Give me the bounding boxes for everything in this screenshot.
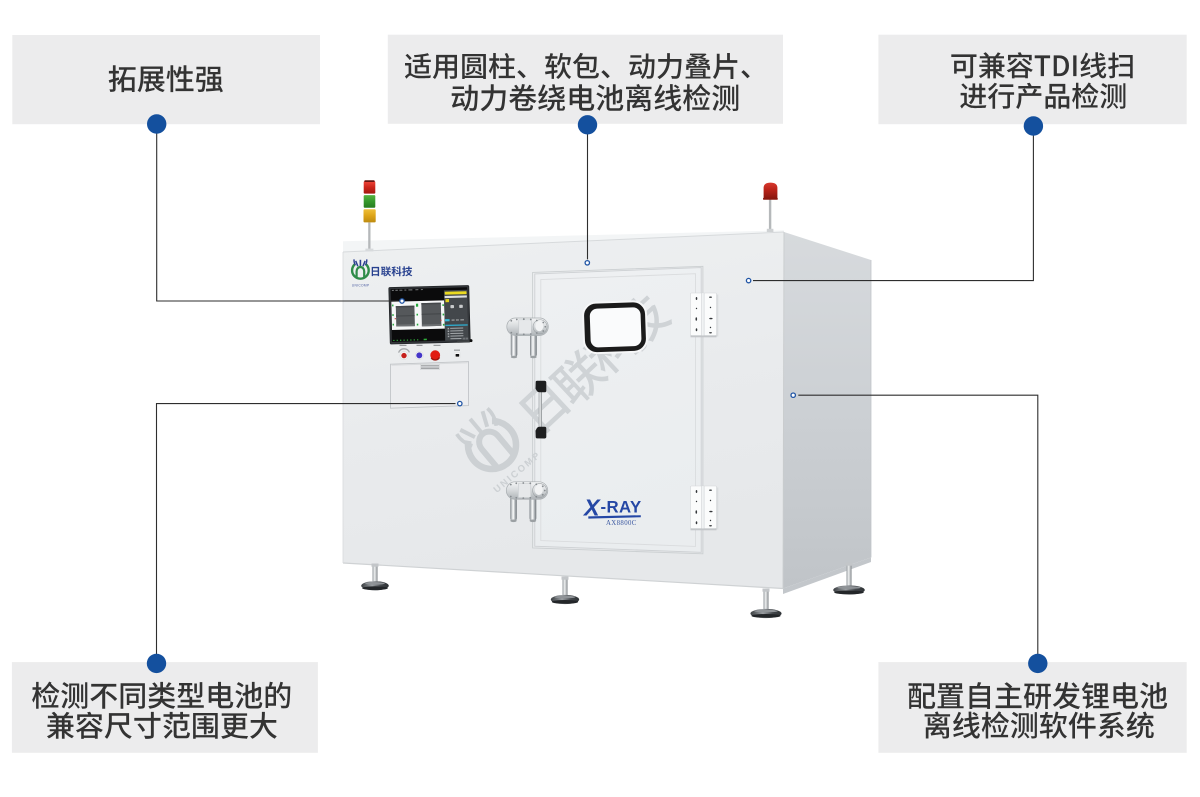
svg-text:-RAY: -RAY — [601, 497, 642, 516]
svg-text:X: X — [582, 495, 601, 521]
svg-text:AX8800C: AX8800C — [606, 520, 637, 527]
svg-text:UNICOMP: UNICOMP — [352, 283, 370, 287]
